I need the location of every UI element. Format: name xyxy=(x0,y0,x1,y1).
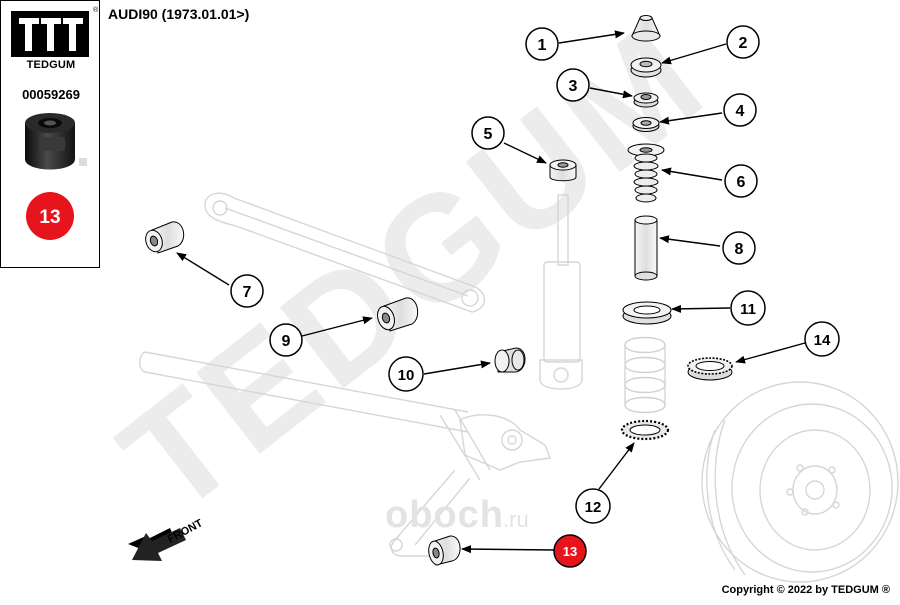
callout-9[interactable]: 9 xyxy=(269,323,303,357)
part-2-washer xyxy=(630,57,662,78)
part-3-small-bush xyxy=(633,92,659,108)
callout-14[interactable]: 14 xyxy=(804,321,840,357)
part-7-bush xyxy=(145,221,185,254)
part-14-bearing-ring xyxy=(687,357,733,381)
svg-text:7: 7 xyxy=(243,284,252,301)
tedgum-logo: ® xyxy=(11,6,99,57)
svg-text:12: 12 xyxy=(585,499,602,516)
part-9-bush xyxy=(377,297,419,332)
svg-text:1: 1 xyxy=(538,37,547,54)
callout-6[interactable]: 6 xyxy=(724,164,758,198)
callout-3[interactable]: 3 xyxy=(556,68,590,102)
part-info-panel: ® 13 TEDGUM 00059269 xyxy=(0,0,100,268)
copyright-notice: Copyright © 2022 by TEDGUM ® xyxy=(721,584,890,596)
part-13-bush xyxy=(428,535,461,566)
panel-graphics: ® 13 xyxy=(11,6,99,240)
svg-text:13: 13 xyxy=(563,544,577,559)
leader-lines xyxy=(176,30,806,554)
suspension-ghost-drawing xyxy=(139,192,899,583)
svg-text:5: 5 xyxy=(484,126,493,143)
svg-text:®: ® xyxy=(93,6,99,14)
callout-5[interactable]: 5 xyxy=(471,116,505,150)
svg-text:9: 9 xyxy=(282,333,291,350)
svg-text:8: 8 xyxy=(735,241,744,258)
svg-text:14: 14 xyxy=(814,332,831,349)
svg-text:6: 6 xyxy=(737,174,746,191)
part-1-bump-cap xyxy=(631,15,661,42)
part-5-shock-bush xyxy=(549,159,577,182)
part-10-bush xyxy=(494,347,526,373)
callout-12[interactable]: 12 xyxy=(575,488,611,524)
svg-text:oboch: oboch xyxy=(385,494,504,536)
site-watermark: oboch .ru xyxy=(385,494,529,536)
callout-10[interactable]: 10 xyxy=(388,356,424,392)
svg-text:11: 11 xyxy=(740,301,756,318)
callout-4[interactable]: 4 xyxy=(723,93,757,127)
callout-7[interactable]: 7 xyxy=(230,274,264,308)
callout-2[interactable]: 2 xyxy=(726,25,760,59)
part-12-toothed-ring xyxy=(620,419,670,441)
svg-text:13: 13 xyxy=(39,207,60,228)
svg-text:.ru: .ru xyxy=(503,507,529,532)
callout-11[interactable]: 11 xyxy=(730,290,766,326)
svg-text:4: 4 xyxy=(736,103,745,120)
part-6-dust-boot xyxy=(627,143,665,203)
brand-name: TEDGUM xyxy=(26,59,76,71)
callout-13-highlighted[interactable]: 13 xyxy=(553,534,587,568)
part-11-spring-seat xyxy=(622,301,672,325)
product-photo-bushing xyxy=(25,113,87,170)
part-number: 00059269 xyxy=(22,87,80,102)
callout-1[interactable]: 1 xyxy=(525,27,559,61)
highlight-badge: 13 xyxy=(26,192,74,240)
svg-text:2: 2 xyxy=(739,35,748,52)
vehicle-title: AUDI90 (1973.01.01>) xyxy=(108,6,250,22)
part-4-thin-washer xyxy=(632,117,660,132)
svg-text:10: 10 xyxy=(398,367,415,384)
callout-8[interactable]: 8 xyxy=(722,231,756,265)
part-8-sleeve xyxy=(634,215,658,281)
svg-text:3: 3 xyxy=(569,78,578,95)
